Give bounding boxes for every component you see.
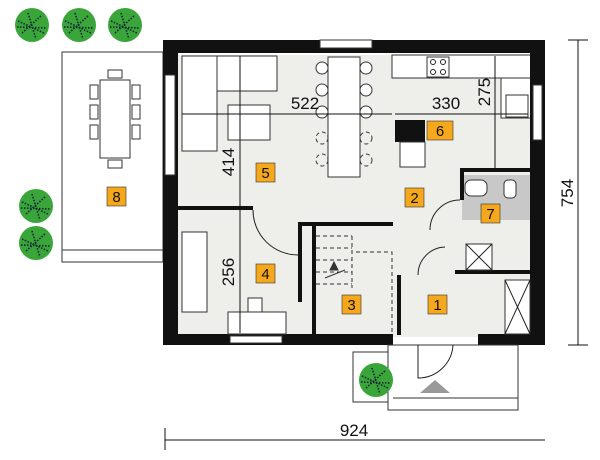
room-label-7: 7: [480, 203, 501, 224]
svg-text:3: 3: [347, 297, 355, 314]
window: [532, 84, 543, 141]
room-label-4: 4: [255, 263, 276, 284]
dimension-label: 522: [291, 94, 319, 113]
dimension-label: 256: [219, 258, 238, 286]
room-label-8: 8: [106, 186, 127, 207]
stove-icon: [426, 56, 450, 78]
bed-sofa: [181, 231, 208, 313]
tree-icon: [61, 7, 97, 43]
terrace-table: [89, 69, 141, 169]
tree-icon: [18, 225, 54, 261]
kitchen-counter: [391, 54, 533, 79]
svg-text:2: 2: [410, 190, 418, 207]
stairs: [316, 235, 393, 334]
window: [164, 74, 176, 176]
sofa: [181, 55, 278, 152]
fridge: [399, 141, 426, 168]
room-label-3: 3: [341, 294, 362, 315]
dimension-label: 414: [219, 148, 238, 176]
svg-text:7: 7: [486, 206, 494, 223]
dimension-label: 275: [475, 78, 494, 106]
dimension-lines: [164, 39, 588, 450]
tree-icon: [107, 7, 143, 43]
door-swing: [429, 199, 461, 231]
tree-icon: [14, 7, 50, 43]
window: [229, 335, 283, 344]
sink-icon: [505, 94, 529, 118]
door-swing: [252, 209, 299, 256]
tree-icon: [358, 362, 394, 398]
shower: [465, 243, 531, 335]
svg-text:6: 6: [436, 123, 444, 140]
dining-table: [315, 56, 373, 178]
svg-text:5: 5: [261, 165, 269, 182]
room-label-5: 5: [255, 162, 276, 183]
dimension-label: 330: [432, 94, 460, 113]
desk: [227, 311, 287, 335]
dimension-label: 754: [558, 179, 577, 207]
svg-text:1: 1: [433, 297, 441, 314]
room-label-1: 1: [427, 294, 448, 315]
tree-icon: [18, 188, 54, 224]
room-label-2: 2: [404, 187, 425, 208]
svg-text:8: 8: [112, 189, 120, 206]
washbasin: [464, 179, 488, 197]
chair: [247, 297, 263, 313]
toilet: [503, 179, 517, 199]
svg-text:4: 4: [261, 266, 269, 283]
door-swing: [417, 246, 446, 276]
window: [319, 39, 373, 49]
room-label-6: 6: [426, 120, 454, 141]
dimension-label: 924: [340, 421, 368, 440]
coffee-table: [227, 104, 271, 141]
